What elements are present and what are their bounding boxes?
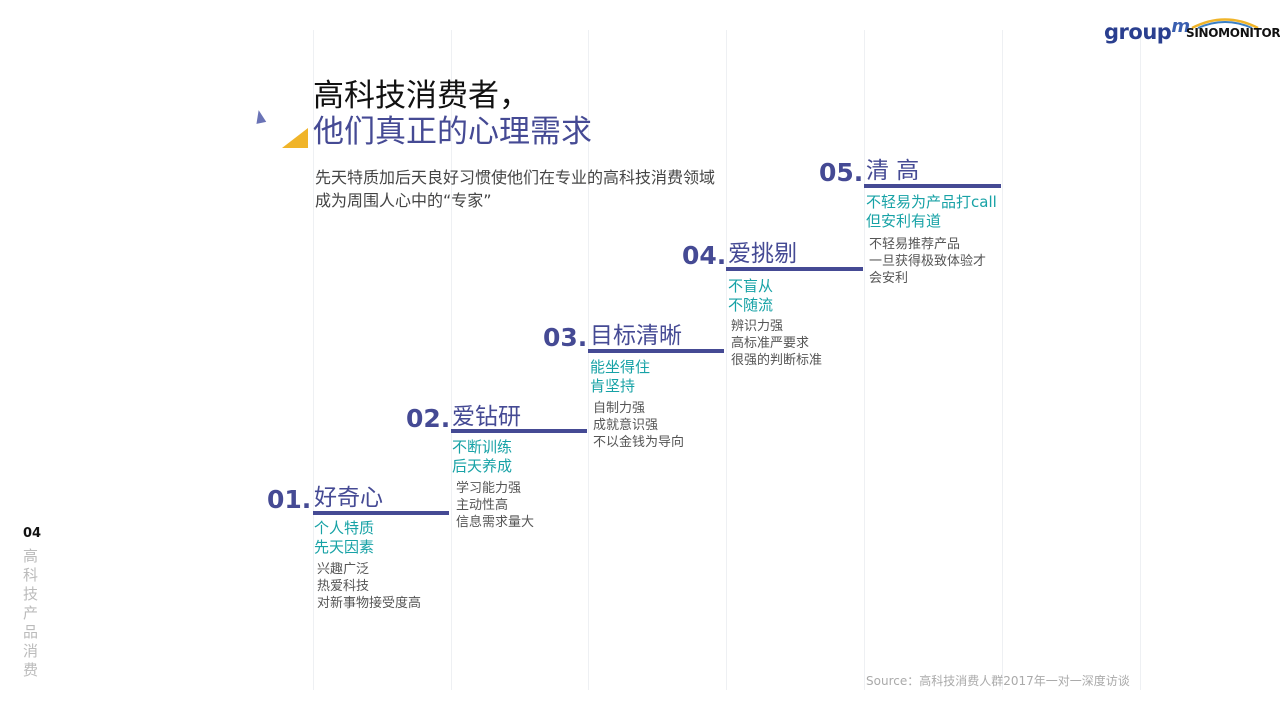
step-trait: 能坐得住肯坚持 — [590, 358, 651, 395]
sinomonitor-logo: SINOMONITOR — [1186, 26, 1280, 40]
grid-line — [1002, 30, 1003, 690]
grid-line — [313, 30, 314, 690]
step-trait: 个人特质先天因素 — [314, 519, 375, 556]
step-description: 自制力强成就意识强不以金钱为导向 — [593, 401, 685, 450]
groupm-logo: groupm — [1104, 16, 1190, 44]
step-underline — [864, 184, 1001, 188]
page-subtitle: 先天特质加后天良好习惯使他们在专业的高科技消费领域 成为周围人心中的“专家” — [315, 166, 715, 212]
grid-line — [588, 30, 589, 690]
step-title: 爱挑剔 — [728, 241, 797, 267]
decorative-triangle-icon — [282, 128, 308, 148]
step-title: 目标清晰 — [590, 323, 682, 349]
groupm-logo-text: group — [1104, 20, 1172, 44]
step-title: 清 高 — [866, 158, 920, 184]
step-title: 好奇心 — [314, 485, 383, 511]
step-description: 学习能力强主动性高信息需求量大 — [456, 481, 535, 530]
step-number: 04. — [682, 241, 727, 270]
step-number: 05. — [819, 158, 864, 187]
step-trait: 不盲从不随流 — [728, 277, 774, 314]
decorative-triangle-icon — [253, 109, 267, 124]
subtitle-line: 成为周围人心中的“专家” — [315, 191, 492, 210]
subtitle-line: 先天特质加后天良好习惯使他们在专业的高科技消费领域 — [315, 168, 716, 187]
step-underline — [726, 267, 863, 271]
step-number: 02. — [406, 404, 451, 433]
step-number: 01. — [267, 485, 312, 514]
step-underline — [451, 429, 587, 433]
step-description: 辨识力强高标准严要求很强的判断标准 — [731, 319, 823, 368]
step-underline — [588, 349, 724, 353]
page-title: 高科技消费者， — [313, 78, 530, 114]
step-description: 兴趣广泛热爱科技对新事物接受度高 — [317, 562, 422, 611]
sinomonitor-arc-icon — [1191, 18, 1259, 29]
grid-line — [726, 30, 727, 690]
step-underline — [313, 511, 449, 515]
step-trait: 不断训练后天养成 — [452, 438, 513, 475]
step-description: 不轻易推荐产品一旦获得极致体验才会安利 — [869, 237, 987, 286]
grid-line — [451, 30, 452, 690]
page-title-highlight: 他们真正的心理需求 — [313, 114, 592, 150]
groupm-logo-m: m — [1171, 16, 1190, 37]
step-title: 爱钻研 — [452, 404, 521, 430]
page-number: 04 — [23, 526, 42, 541]
section-label: 高科技产品消费 — [23, 547, 39, 679]
grid-line — [864, 30, 865, 690]
step-number: 03. — [543, 323, 588, 352]
source-note: Source：高科技消费人群2017年一对一深度访谈 — [866, 674, 1130, 688]
grid-line — [1140, 30, 1141, 690]
